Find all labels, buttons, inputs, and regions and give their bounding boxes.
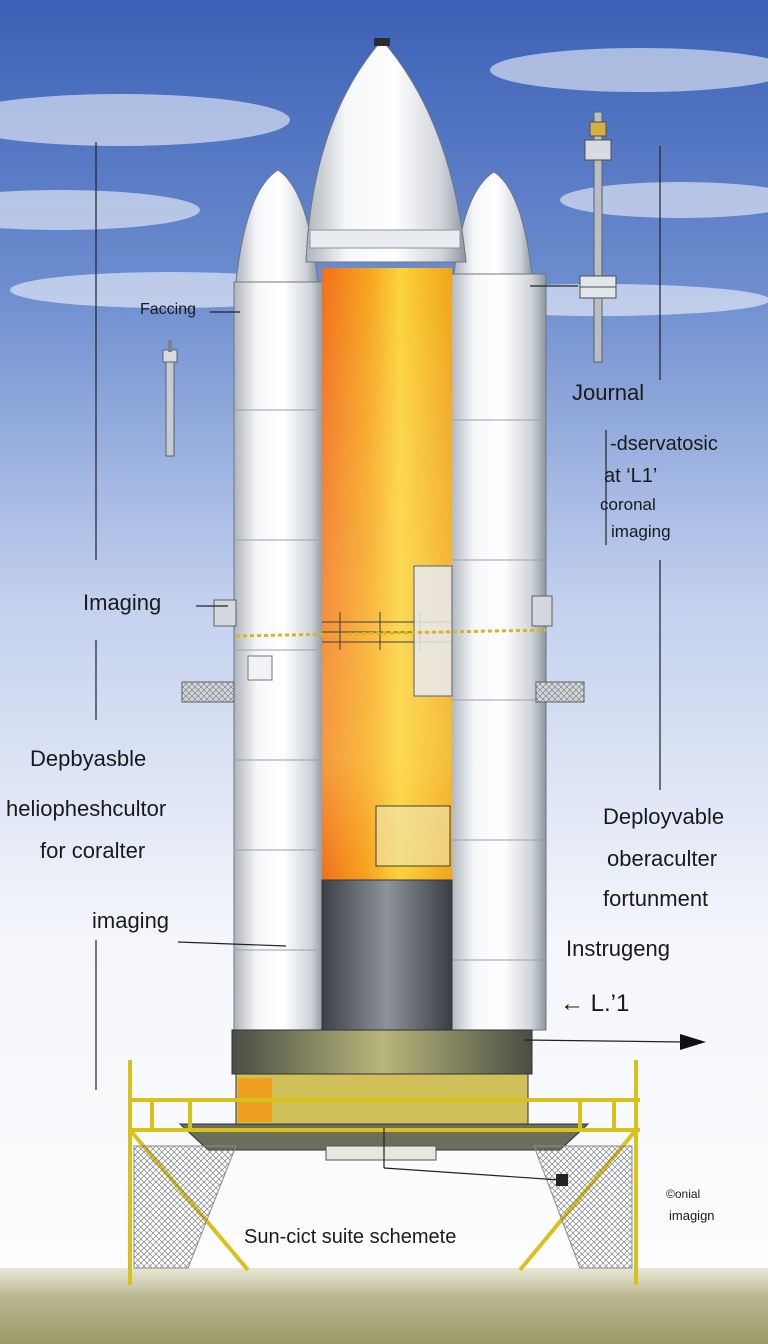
label-l1-marker: ← L.’1 [560,990,630,1017]
label-deployable-right-line3: fortunment [603,886,709,911]
label-deployable-right-line2: oberaculter [607,846,718,871]
ground [0,1268,768,1344]
label-observatory-line3: coronal [600,495,656,514]
label-coronal-small-line2: imagign [669,1208,715,1223]
label-observatory-line1: -dservatosic [610,433,718,455]
label-deployable-right-line1: Deployvable [603,804,725,829]
label-observatory-line2: at ‘L1’ [604,465,658,487]
arrow-head [680,1034,706,1050]
right-mast-antenna [579,111,617,363]
right-booster [449,171,547,1031]
core-stage [235,38,547,1031]
label-instrument: Instrugeng [566,936,670,961]
label-journal: Journal [572,380,645,405]
scheme-caption: Sun-cict suite schemete [244,1226,457,1248]
service-platforms [181,595,585,703]
label-imaging-left-lower: imaging [92,908,170,933]
leader-lines [95,142,685,1181]
pointer-block [556,1174,568,1186]
label-facing: Faccing [140,301,197,318]
label-deployable-left-line1: Depbyasble [30,746,147,771]
label-observatory-line4: imaging [611,522,671,541]
label-deployable-left-line3: for coralter [40,838,146,863]
label-coronal-small-line1: ©onial [666,1187,701,1201]
label-deployable-left-line2: heliopheshcultor [6,796,167,821]
base-structure [128,1029,640,1285]
left-probe-antenna [162,340,178,457]
label-imaging-left: Imaging [83,590,162,615]
left-booster [233,169,325,1033]
